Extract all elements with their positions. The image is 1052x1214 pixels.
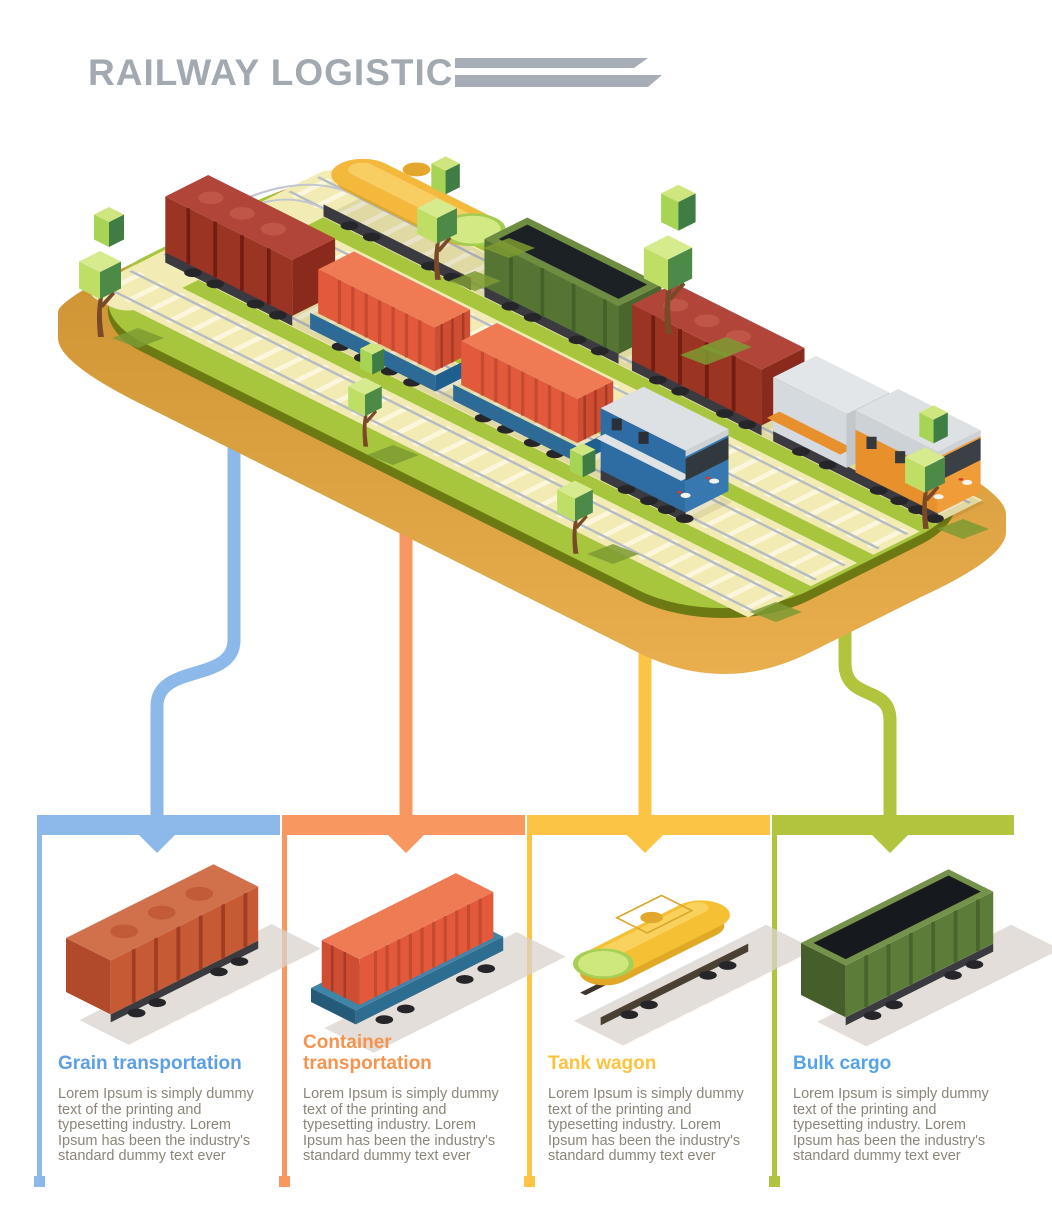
bulk-wagon-card — [801, 869, 1052, 1047]
grain-hopper-wagon — [165, 175, 336, 326]
bar-tank — [527, 815, 770, 835]
section-tank: Tank wagon Lorem Ipsum is simply dummy t… — [548, 1022, 760, 1165]
arrow-tank — [627, 835, 663, 853]
section-grain: Grain transportation Lorem Ipsum is simp… — [58, 1022, 270, 1165]
connector-bulk — [838, 560, 897, 816]
bar-container — [282, 815, 525, 835]
arrow-bulk — [872, 835, 908, 853]
section-title-tank: Tank wagon — [548, 1053, 657, 1074]
isometric-platform — [58, 158, 1006, 674]
section-title-container: Container transportation — [303, 1032, 432, 1074]
arrow-container — [388, 835, 424, 853]
container-wagon-card — [311, 873, 566, 1053]
tank-wagon-card — [573, 894, 816, 1046]
grain-wagon-card — [66, 864, 321, 1045]
arrow-grain — [139, 835, 175, 853]
connector-grain — [150, 430, 241, 816]
section-title-bulk: Bulk cargo — [793, 1053, 892, 1074]
section-body-tank: Lorem Ipsum is simply dummy text of the … — [548, 1086, 744, 1164]
section-body-grain: Lorem Ipsum is simply dummy text of the … — [58, 1086, 254, 1164]
bar-grain — [37, 815, 280, 835]
section-body-bulk: Lorem Ipsum is simply dummy text of the … — [793, 1086, 989, 1164]
bar-bulk — [772, 815, 1014, 835]
locomotive-blue — [596, 386, 729, 524]
title-stripes-decoration — [455, 58, 662, 87]
page-title: RAILWAY LOGISTIC — [88, 52, 454, 93]
section-bars — [34, 815, 1014, 1187]
section-container: Container transportation Lorem Ipsum is … — [303, 1022, 515, 1165]
section-body-container: Lorem Ipsum is simply dummy text of the … — [303, 1086, 499, 1164]
section-title-grain: Grain transportation — [58, 1053, 242, 1074]
section-bulk: Bulk cargo Lorem Ipsum is simply dummy t… — [793, 1022, 1005, 1165]
